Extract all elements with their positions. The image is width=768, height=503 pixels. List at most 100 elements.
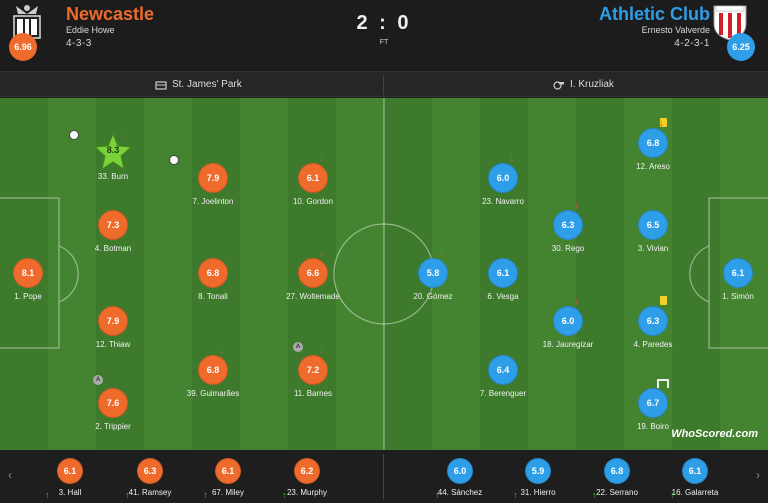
- subbed-off-arrow-icon: ↓: [659, 118, 664, 129]
- subs-next-chevron-icon[interactable]: ›: [756, 468, 760, 482]
- away-manager: Ernesto Valverde: [641, 25, 710, 35]
- home-player[interactable]: 8.1 1. Pope: [0, 258, 68, 301]
- player-name: 19. Boiro: [636, 422, 670, 431]
- away-substitute[interactable]: 6.0↑44. Sánchez: [425, 458, 495, 500]
- player-name: 3. Vivian: [637, 244, 669, 253]
- player-name: 23. Navarro: [482, 197, 524, 206]
- player-name: 33. Burn: [97, 172, 129, 181]
- player-rating: 7.9: [98, 306, 128, 336]
- home-team-name[interactable]: Newcastle: [66, 4, 155, 24]
- player-rating: 6.4: [488, 355, 518, 385]
- player-rating: 6.6: [298, 258, 328, 288]
- home-manager: Eddie Howe: [66, 25, 115, 35]
- home-player[interactable]: 7.9 12. Thiaw: [73, 306, 153, 349]
- match-score: 2 : 0: [356, 12, 412, 34]
- goal-ball-icon: [69, 130, 79, 140]
- match-info-bar: St. James' Park I. Kruzliak: [0, 71, 768, 97]
- referee-label: I. Kruzliak: [570, 79, 614, 90]
- player-name: 4. Paredes: [633, 340, 673, 349]
- player-name: 18. Jauregizar: [542, 340, 594, 349]
- home-substitute[interactable]: 6.1↑3. Hall: [35, 458, 105, 500]
- player-name: 4. Botman: [94, 244, 132, 253]
- away-player[interactable]: 6.4 7. Berenguer: [463, 355, 543, 398]
- home-substitute[interactable]: 6.3↑41. Ramsey: [115, 458, 185, 500]
- player-rating: 6.3: [553, 210, 583, 240]
- player-rating: 6.5: [638, 210, 668, 240]
- away-substitute[interactable]: 6.8↑22. Serrano: [582, 458, 652, 500]
- home-substitute[interactable]: 6.2↑23. Murphy: [272, 458, 342, 500]
- man-of-the-match-star-icon: 8.3: [93, 132, 133, 171]
- subbed-off-arrow-icon: ↓: [319, 153, 324, 164]
- subbed-on-arrow-icon: ↑: [670, 490, 675, 500]
- player-rating: 7.2: [298, 355, 328, 385]
- player-name: 6. Vesga: [487, 292, 519, 301]
- home-player[interactable]: 6.1 10. Gordon ↓: [273, 154, 353, 207]
- subbed-off-arrow-icon: ↓: [574, 296, 579, 307]
- player-name: 39. Guimarães: [186, 389, 240, 398]
- player-name: 1. Simón: [722, 292, 754, 301]
- home-formation: 4-3-3: [66, 38, 92, 49]
- player-rating: 7.6: [98, 388, 128, 418]
- away-substitute[interactable]: 6.1↑16. Galarreta: [660, 458, 730, 500]
- player-name: 7. Berenguer: [479, 389, 527, 398]
- player-name: 2. Trippier: [95, 422, 131, 431]
- newcastle-crest-icon[interactable]: [10, 2, 44, 42]
- away-player[interactable]: 6.1 1. Simón: [698, 258, 768, 301]
- away-player[interactable]: 6.7 19. Boiro: [613, 379, 693, 431]
- away-player[interactable]: 6.1 6. Vesga: [463, 258, 543, 301]
- subbed-off-arrow-icon: ↓: [574, 200, 579, 211]
- player-rating: 6.7: [638, 388, 668, 418]
- substitute-rating: 6.1: [215, 458, 241, 484]
- player-rating: 7.9: [198, 163, 228, 193]
- player-rating: 7.3: [98, 210, 128, 240]
- player-rating: 6.1: [298, 163, 328, 193]
- player-rating: 6.1: [723, 258, 753, 288]
- substitute-rating: 6.2: [294, 458, 320, 484]
- player-rating: 6.1: [488, 258, 518, 288]
- whoscored-watermark: WhoScored.com: [671, 428, 758, 440]
- venue: St. James' Park: [155, 79, 242, 90]
- subbed-on-arrow-icon: ↑: [513, 490, 518, 500]
- substitute-rating: 6.3: [137, 458, 163, 484]
- player-rating: 8.1: [13, 258, 43, 288]
- venue-label: St. James' Park: [172, 79, 242, 90]
- subbed-off-arrow-icon: ↓: [439, 248, 444, 259]
- player-rating: 8.3: [106, 145, 120, 155]
- substitute-name: 44. Sánchez: [437, 488, 483, 497]
- home-player[interactable]: 7.3 4. Botman: [73, 210, 153, 253]
- subs-prev-chevron-icon[interactable]: ‹: [8, 468, 12, 482]
- player-rating: 6.3: [638, 306, 668, 336]
- match-status: FT: [379, 39, 389, 46]
- player-rating: 6.8: [638, 128, 668, 158]
- home-substitute[interactable]: 6.1↑67. Miley: [193, 458, 263, 500]
- goal-ball-icon: [169, 155, 179, 165]
- player-name: 10. Gordon: [292, 197, 334, 206]
- away-player[interactable]: 6.3 4. Paredes: [613, 296, 693, 349]
- subbed-on-arrow-icon: ↑: [592, 490, 597, 500]
- substitute-name: 16. Galarreta: [671, 488, 719, 497]
- player-name: 12. Thiaw: [95, 340, 131, 349]
- yellow-card-icon: [660, 118, 667, 127]
- substitute-name: 31. Hierro: [520, 488, 556, 497]
- subs-divider: [383, 454, 384, 499]
- referee: I. Kruzliak: [553, 79, 614, 90]
- away-team-name[interactable]: Athletic Club: [599, 4, 710, 24]
- substitute-rating: 6.0: [447, 458, 473, 484]
- subbed-on-arrow-icon: ↑: [45, 490, 50, 500]
- player-name: 1. Pope: [14, 292, 42, 301]
- away-substitute[interactable]: 5.9↑31. Hierro: [503, 458, 573, 500]
- away-player[interactable]: 6.5 3. Vivian: [613, 210, 693, 253]
